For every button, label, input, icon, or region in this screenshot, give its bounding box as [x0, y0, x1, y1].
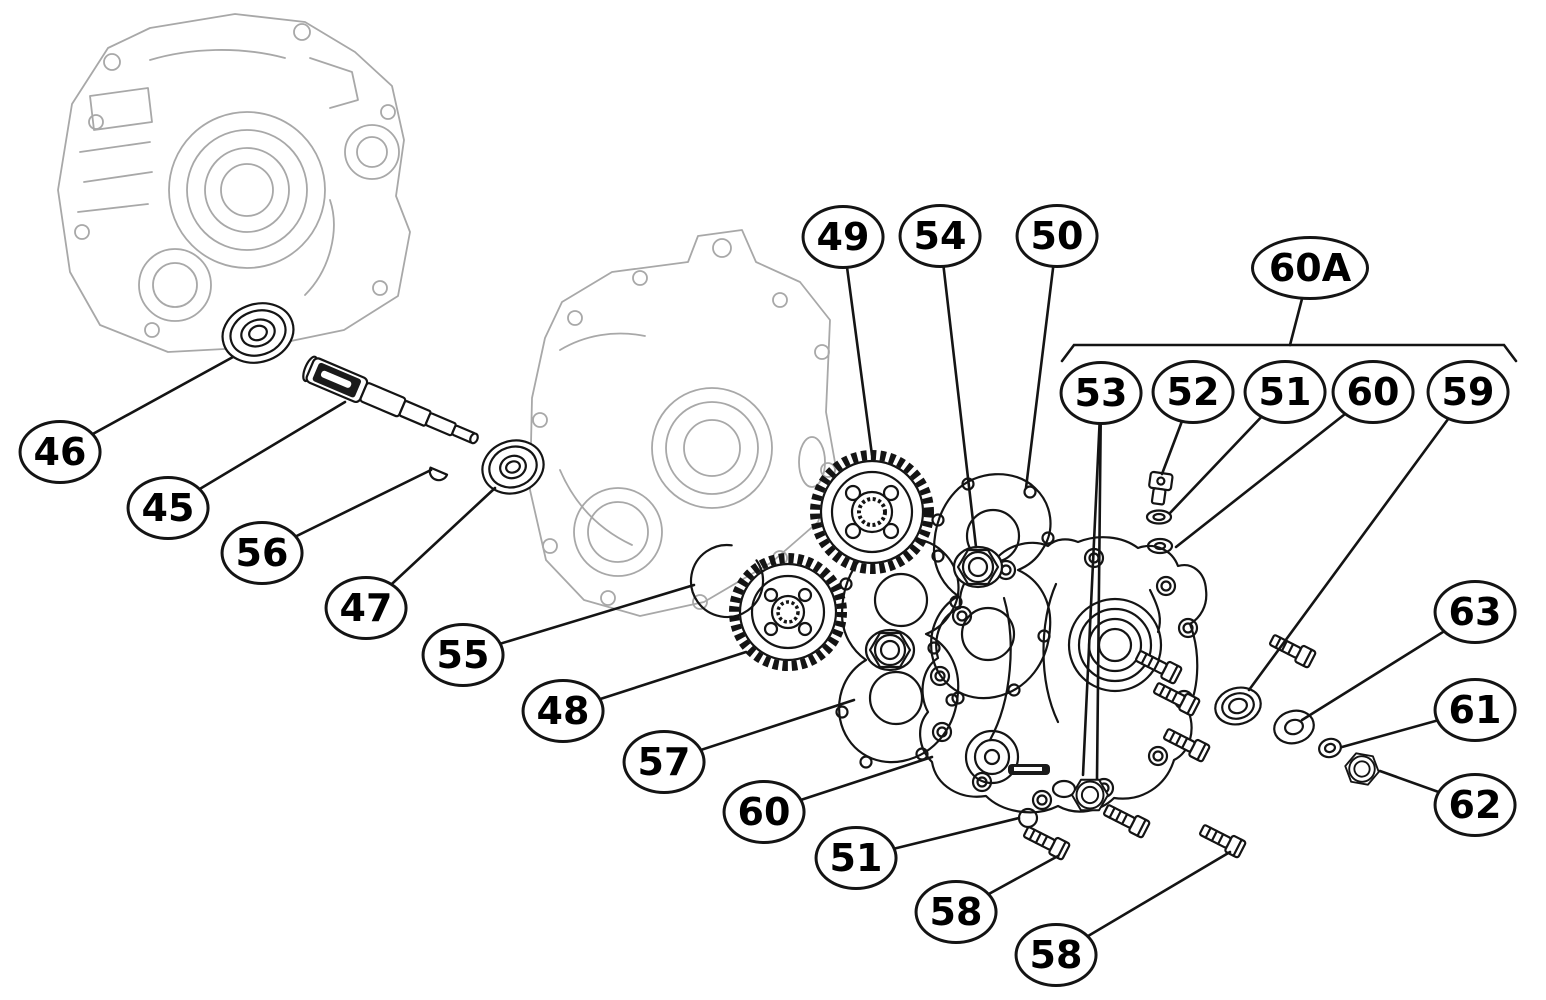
bolt-58 — [1020, 822, 1072, 862]
callout-59: 59 — [1426, 360, 1510, 424]
washer-51-upper — [1145, 509, 1173, 525]
leader-50 — [1024, 234, 1059, 490]
callout-51-upper: 51 — [1243, 360, 1327, 424]
brand-stamp — [1008, 764, 1050, 775]
gear-48 — [729, 553, 847, 671]
group-bracket-60a — [1060, 343, 1518, 363]
nut-53 — [1051, 778, 1109, 812]
callout-54: 54 — [898, 204, 982, 268]
callout-58-right: 58 — [1014, 923, 1098, 987]
callout-60-upper: 60 — [1331, 360, 1415, 424]
crankcase-left-half — [57, 13, 411, 353]
bearing-46 — [221, 302, 295, 364]
screw-52 — [1148, 470, 1174, 506]
washer-61 — [1318, 737, 1342, 759]
leader-53-b — [1095, 391, 1103, 781]
callout-45: 45 — [126, 476, 210, 540]
callout-61: 61 — [1433, 678, 1517, 742]
washer-63 — [1273, 709, 1315, 745]
callout-50: 50 — [1015, 204, 1099, 268]
bearing-47 — [481, 439, 545, 495]
gearbox-cover-60 — [919, 536, 1208, 814]
callout-57: 57 — [622, 730, 706, 794]
callout-49: 49 — [801, 205, 885, 269]
callout-60a: 60A — [1251, 236, 1369, 300]
leader-60-upper — [1174, 390, 1375, 549]
flange-nut-54 — [952, 545, 1004, 589]
callout-58-left: 58 — [914, 880, 998, 944]
callout-48: 48 — [521, 679, 605, 743]
bolt-58 — [1100, 800, 1152, 840]
nut-62 — [1341, 750, 1383, 788]
callout-53: 53 — [1059, 361, 1143, 425]
leader-54 — [938, 234, 978, 549]
oil-seal-59 — [1214, 686, 1262, 726]
gear-49 — [810, 450, 934, 574]
callout-55: 55 — [421, 623, 505, 687]
bolt-58 — [1196, 820, 1248, 860]
bolt-58 — [1266, 630, 1318, 670]
callout-62: 62 — [1433, 773, 1517, 837]
leader-49 — [841, 235, 874, 457]
leader-53-a — [1081, 391, 1103, 777]
callout-60-lower: 60 — [722, 780, 806, 844]
callout-46: 46 — [18, 420, 102, 484]
callout-56: 56 — [220, 521, 304, 585]
camshaft-45 — [302, 355, 479, 445]
flange-nut-54 — [864, 628, 916, 672]
snap-ring-55 — [689, 543, 765, 619]
callout-47: 47 — [324, 576, 408, 640]
callout-51-lower: 51 — [814, 826, 898, 890]
callout-63: 63 — [1433, 580, 1517, 644]
callout-52: 52 — [1151, 360, 1235, 424]
leader-59 — [1247, 390, 1470, 692]
seal-ring-60 — [1146, 537, 1174, 555]
